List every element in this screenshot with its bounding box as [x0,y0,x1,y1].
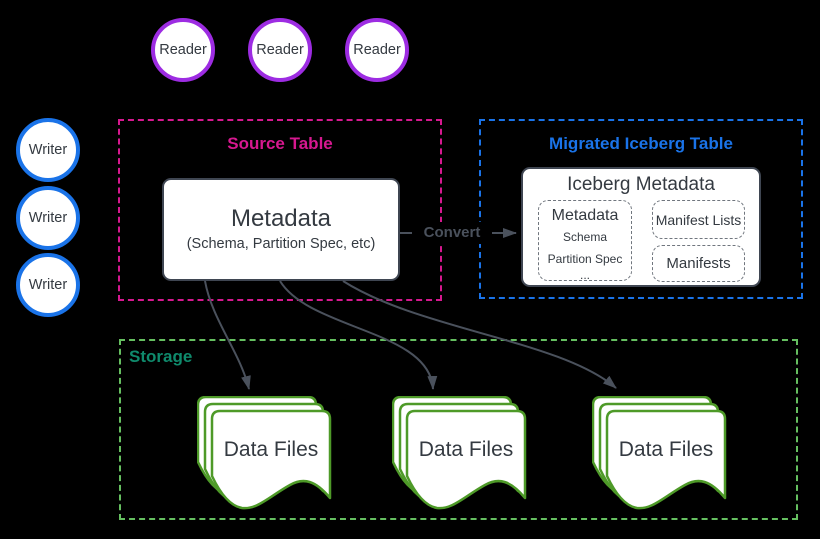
writer-label: Writer [28,142,68,158]
data-files-stack: Data Files [197,396,337,518]
source-table-title: Source Table [227,134,333,153]
reader-node: Reader [248,18,312,82]
data-files-stack: Data Files [392,396,532,518]
iceberg-inner-metadata-title: Metadata [551,207,619,224]
iceberg-inner-metadata-node: Metadata Schema Partition Spec ... [538,200,632,281]
migrated-iceberg-table-group: Migrated Iceberg Table [479,119,803,299]
manifests-node: Manifests [652,245,745,282]
reader-label: Reader [256,42,304,58]
storage-title: Storage [129,347,193,366]
writer-node: Writer [16,118,80,182]
reader-label: Reader [159,42,207,58]
source-metadata-node: Metadata (Schema, Partition Spec, etc) [162,178,400,281]
reader-node: Reader [345,18,409,82]
iceberg-metadata-node: Iceberg Metadata Metadata Schema Partiti… [521,167,761,287]
data-files-label: Data Files [223,438,319,461]
data-files-label: Data Files [618,438,714,461]
source-metadata-title: Metadata [230,205,332,232]
writer-label: Writer [28,277,68,293]
iceberg-inner-metadata-line: Schema [562,230,608,244]
reader-label: Reader [353,42,401,58]
migrated-iceberg-table-title: Migrated Iceberg Table [549,134,733,153]
reader-node: Reader [151,18,215,82]
writer-label: Writer [28,210,68,226]
source-metadata-subtitle: (Schema, Partition Spec, etc) [186,236,376,252]
convert-arrow-label: Convert [412,222,492,244]
iceberg-inner-metadata-line: Partition Spec [547,252,623,266]
writer-node: Writer [16,253,80,317]
writer-node: Writer [16,186,80,250]
iceberg-inner-metadata-line: ... [579,268,590,282]
manifest-lists-node: Manifest Lists [652,200,745,239]
data-files-stack: Data Files [592,396,732,518]
iceberg-metadata-title: Iceberg Metadata [567,174,715,195]
data-files-label: Data Files [418,438,514,461]
